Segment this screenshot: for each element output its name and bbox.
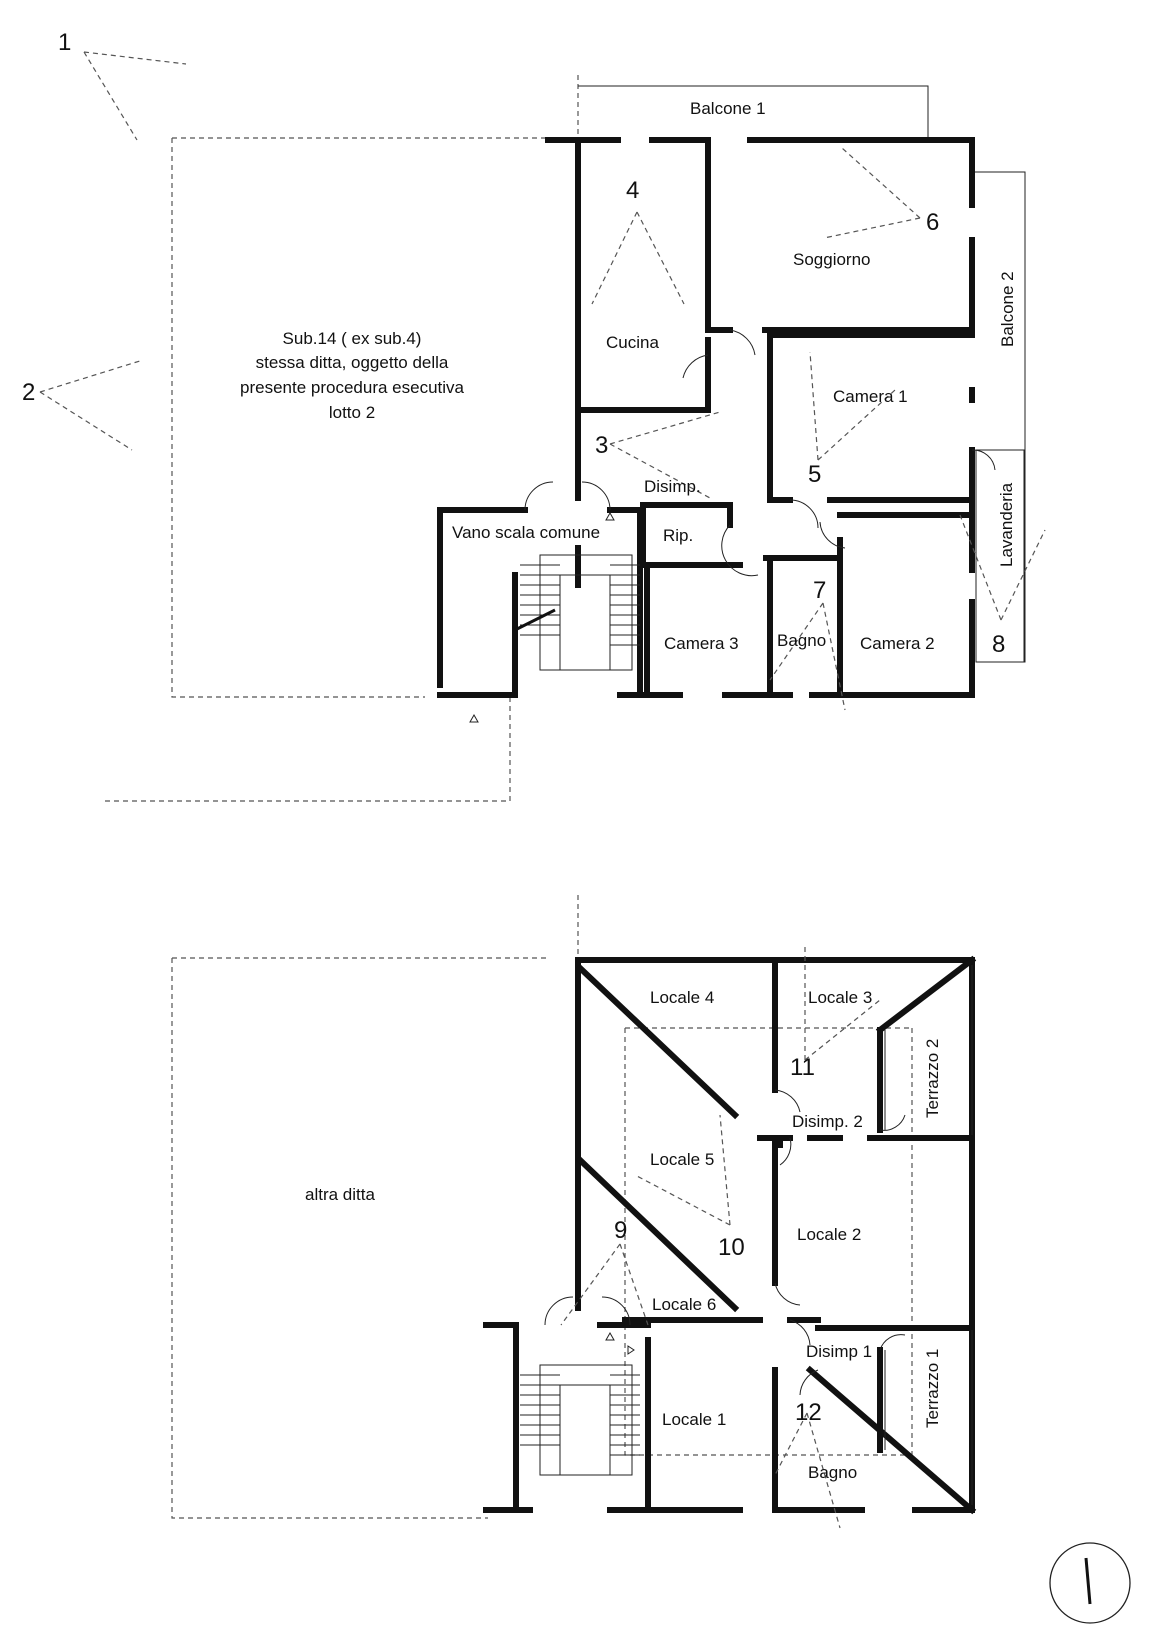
room-vano-scala: Vano scala comune <box>452 523 600 542</box>
view-numbers: 1 2 3 4 5 6 7 8 9 10 11 12 <box>22 29 1005 1426</box>
view-number-4: 4 <box>626 177 639 204</box>
view-number-6: 6 <box>926 209 939 236</box>
room-locale-3: Locale 3 <box>808 988 872 1007</box>
room-terrazzo-1: Terrazzo 1 <box>923 1349 942 1428</box>
view-number-2: 2 <box>22 379 35 406</box>
svg-text:lotto 2: lotto 2 <box>329 403 375 422</box>
room-balcone-1: Balcone 1 <box>690 99 766 118</box>
room-soggiorno: Soggiorno <box>793 250 871 269</box>
view-number-11: 11 <box>790 1054 815 1081</box>
north-arrow-icon <box>1049 1542 1131 1624</box>
room-locale-4: Locale 4 <box>650 988 714 1007</box>
view-number-8: 8 <box>992 631 1005 658</box>
room-balcone-2: Balcone 2 <box>998 271 1017 347</box>
room-camera-3: Camera 3 <box>664 634 739 653</box>
view-number-7: 7 <box>813 577 826 604</box>
view-number-9: 9 <box>614 1217 627 1244</box>
svg-text:Sub.14 ( ex sub.4): Sub.14 ( ex sub.4) <box>283 329 422 348</box>
room-disimp-2: Disimp. 2 <box>792 1112 863 1131</box>
svg-text:presente procedura esecutiva: presente procedura esecutiva <box>240 378 465 397</box>
room-rip: Rip. <box>663 526 693 545</box>
view-number-12: 12 <box>795 1399 822 1426</box>
room-terrazzo-2: Terrazzo 2 <box>923 1039 942 1118</box>
room-bagno-lower: Bagno <box>808 1463 857 1482</box>
room-camera-2: Camera 2 <box>860 634 935 653</box>
room-bagno-upper: Bagno <box>777 631 826 650</box>
view-number-3: 3 <box>595 432 608 459</box>
adjacent-property-note: Sub.14 ( ex sub.4) stessa ditta, oggetto… <box>240 329 465 422</box>
adjacent-property-lower: altra ditta <box>305 1185 375 1204</box>
room-lavanderia: Lavanderia <box>997 482 1016 567</box>
view-number-10: 10 <box>718 1234 745 1261</box>
room-cucina: Cucina <box>606 333 659 352</box>
stairs-upper <box>514 554 640 671</box>
room-locale-1: Locale 1 <box>662 1410 726 1429</box>
lower-floor-plan <box>171 895 977 1529</box>
room-locale-2: Locale 2 <box>797 1225 861 1244</box>
room-camera-1: Camera 1 <box>833 387 908 406</box>
room-locale-5: Locale 5 <box>650 1150 714 1169</box>
svg-text:stessa ditta, oggetto della: stessa ditta, oggetto della <box>256 353 449 372</box>
upper-floor-plan <box>39 51 1046 802</box>
room-disimp: Disimp. <box>644 477 701 496</box>
view-number-5: 5 <box>808 461 821 488</box>
view-number-1: 1 <box>58 29 71 56</box>
stairs-lower <box>520 1364 640 1476</box>
room-locale-6: Locale 6 <box>652 1295 716 1314</box>
room-disimp-1: Disimp 1 <box>806 1342 872 1361</box>
